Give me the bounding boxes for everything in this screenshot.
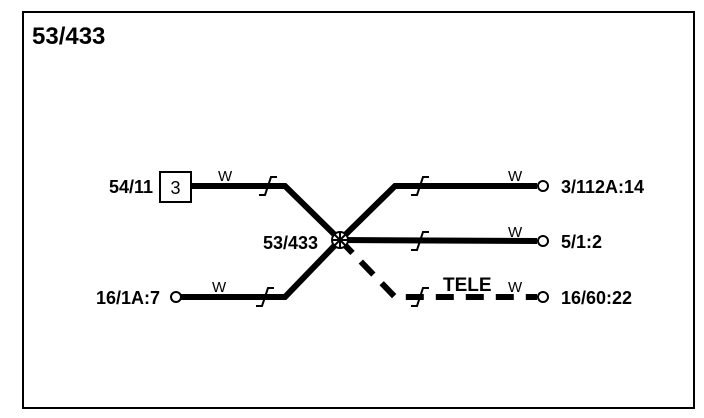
splice-mark bbox=[411, 231, 429, 251]
splice-mark bbox=[256, 287, 274, 307]
splice-mark bbox=[411, 287, 429, 307]
terminal-circle bbox=[537, 235, 549, 247]
wire-upper-left bbox=[191, 183, 343, 243]
splice-label: 53/433 bbox=[263, 233, 318, 253]
right-end-label: 16/60:22 bbox=[561, 288, 632, 308]
connector-label: 54/11 bbox=[109, 177, 153, 197]
wire-color-label: W bbox=[218, 168, 233, 185]
terminal-circle bbox=[170, 291, 182, 303]
splice-mark bbox=[411, 176, 429, 196]
wire-lower-left bbox=[181, 237, 343, 300]
wire-color-label: W bbox=[212, 279, 227, 296]
right-end-label: 5/1:2 bbox=[561, 232, 602, 252]
right-end-label: 3/112A:14 bbox=[561, 177, 644, 197]
wire-upper-right bbox=[337, 183, 537, 243]
wire-color-label: W bbox=[508, 168, 523, 185]
wire-color-label: W bbox=[508, 279, 523, 296]
diagram-title: 53/433 bbox=[32, 23, 105, 50]
wire-color-label: W bbox=[508, 224, 523, 241]
terminal-circle bbox=[537, 291, 549, 303]
shield-label: TELE bbox=[443, 275, 492, 296]
connector-pin-box bbox=[159, 171, 192, 203]
splice-mark bbox=[259, 176, 277, 196]
diagram-frame bbox=[22, 11, 695, 409]
terminal-circle bbox=[537, 180, 549, 192]
left-end-label: 16/1A:7 bbox=[96, 288, 160, 308]
wire-middle-right bbox=[339, 237, 538, 244]
connector-pin-number: 3 bbox=[170, 178, 180, 198]
